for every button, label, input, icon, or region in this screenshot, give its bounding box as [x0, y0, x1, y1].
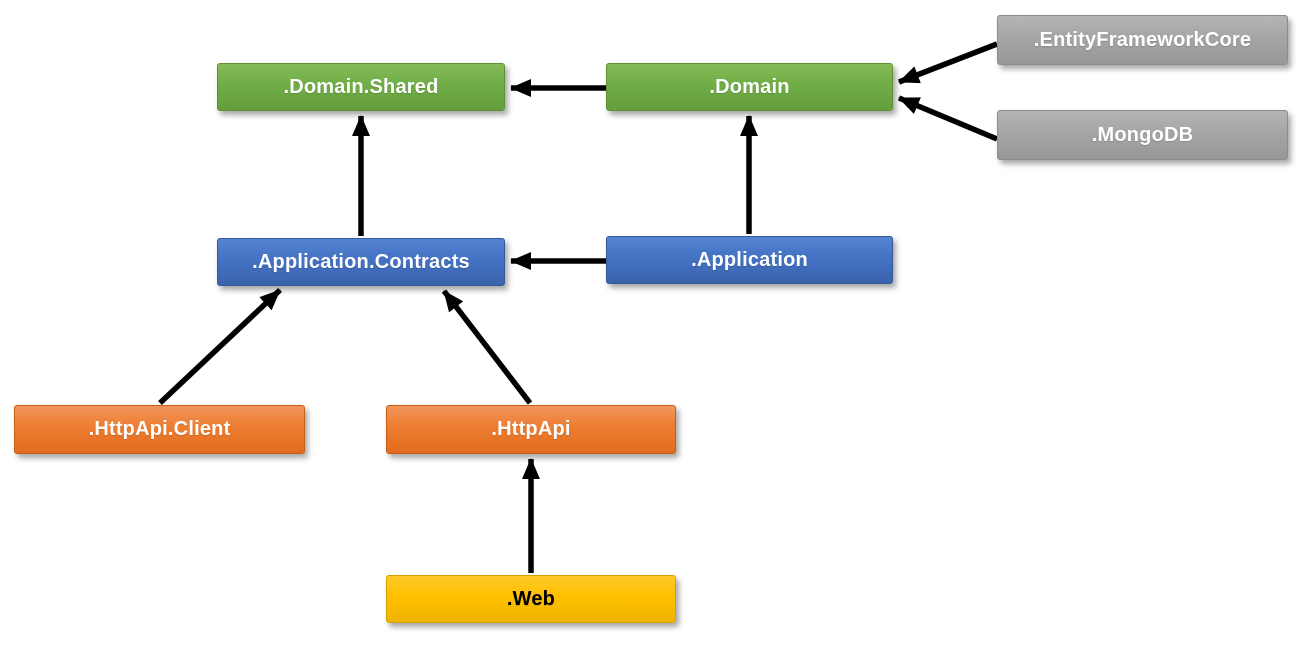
node-mongodb: .MongoDB: [997, 110, 1288, 160]
node-web: .Web: [386, 575, 676, 623]
arrow-mongodb-to-domain: [897, 95, 999, 142]
node-domain-shared: .Domain.Shared: [217, 63, 505, 111]
arrow-httpapi-client-to-application-contracts: [158, 287, 282, 406]
node-domain-shared-label: .Domain.Shared: [283, 75, 439, 98]
node-entity-framework-core-label: .EntityFrameworkCore: [1033, 28, 1252, 51]
node-application-contracts-label: .Application.Contracts: [252, 250, 470, 273]
node-httpapi: .HttpApi: [386, 405, 676, 454]
node-web-label: .Web: [506, 587, 556, 610]
arrow-httpapi-to-application-contracts: [441, 289, 533, 405]
node-httpapi-label: .HttpApi: [491, 418, 571, 440]
node-httpapi-client-label: .HttpApi.Client: [88, 418, 231, 440]
arrow-entityframeworkcore-to-domain: [898, 41, 998, 85]
node-mongodb-label: .MongoDB: [1091, 123, 1194, 146]
node-application: .Application: [606, 236, 893, 284]
node-application-contracts: .Application.Contracts: [217, 238, 505, 286]
node-application-label: .Application: [691, 248, 808, 271]
node-entity-framework-core: .EntityFrameworkCore: [997, 15, 1288, 65]
node-httpapi-client: .HttpApi.Client: [14, 405, 305, 454]
node-domain: .Domain: [606, 63, 893, 111]
node-domain-label: .Domain: [709, 75, 790, 98]
